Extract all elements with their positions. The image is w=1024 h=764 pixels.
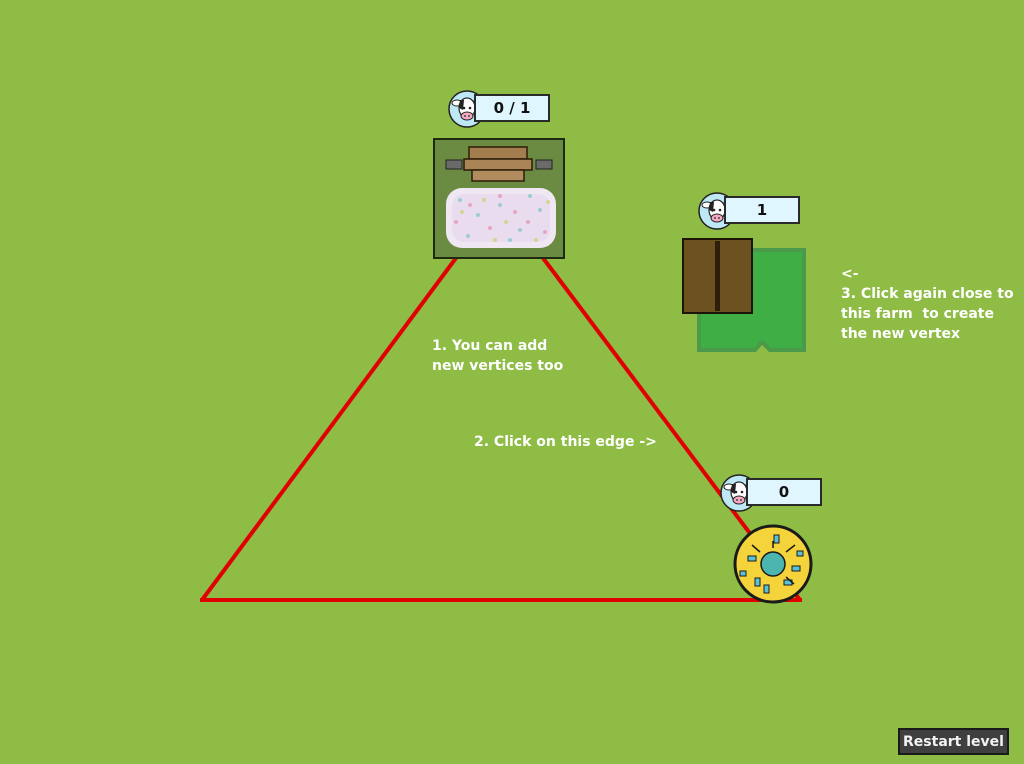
pond-farm-count: 0 [746,478,822,506]
feeding-pond-icon[interactable] [733,524,813,604]
route-edge-left[interactable] [200,256,458,602]
hint-step-1: 1. You can add new vertices too [432,338,564,374]
cow-icon [720,474,758,512]
restart-level-button[interactable]: Restart level [898,728,1009,755]
barn-farm-count: 1 [724,196,800,224]
barn-icon[interactable] [682,238,806,352]
pond-farm-counter: 0 [720,474,822,512]
field-farm-count: 0 / 1 [474,94,550,122]
hint-step-3: <- 3. Click again close to this farm to … [841,266,1014,342]
grain-field-icon[interactable] [433,138,565,259]
hint-step-2: 2. Click on this edge -> [474,434,657,450]
field-farm-counter: 0 / 1 [448,90,550,128]
barn-farm-counter: 1 [698,192,800,230]
